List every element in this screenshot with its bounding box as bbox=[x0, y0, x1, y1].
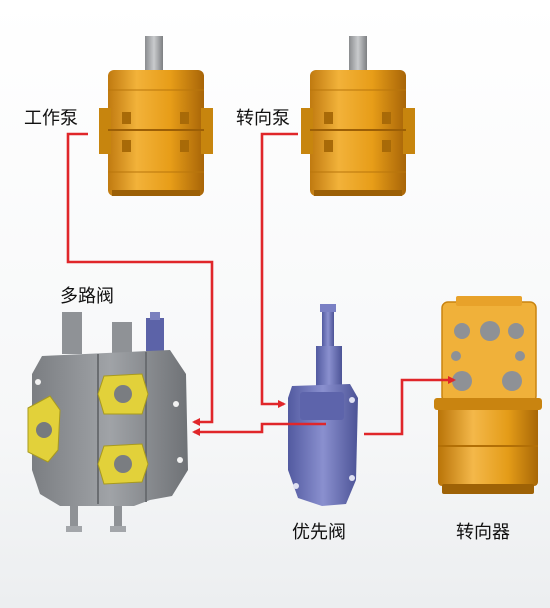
steering-unit-label: 转向器 bbox=[456, 522, 510, 543]
steering-pump-flange-right bbox=[403, 108, 415, 154]
work-pump-bolt bbox=[180, 112, 189, 124]
steering-pump-bolt bbox=[382, 140, 391, 152]
multi-valve-spool bbox=[114, 506, 122, 530]
multi-valve-relief-cap-top bbox=[150, 312, 160, 320]
steering-unit-port bbox=[452, 371, 472, 391]
priority-valve-label: 优先阀 bbox=[292, 522, 346, 543]
work-pump-base bbox=[112, 190, 200, 196]
steering-pump-bolt bbox=[324, 112, 333, 124]
steering-unit-body bbox=[438, 402, 538, 486]
multi-valve-body bbox=[32, 350, 188, 506]
work-pump-bolt bbox=[122, 140, 131, 152]
priority-valve-bolt bbox=[349, 475, 355, 481]
flow-line-work-pump-to-multi-valve bbox=[66, 132, 214, 426]
flow-line-priority-valve-to-steering-unit bbox=[364, 376, 456, 436]
steering-pump bbox=[301, 36, 415, 196]
multi-valve-port bbox=[62, 312, 82, 354]
priority-valve-stem bbox=[322, 308, 334, 348]
multi-valve-spool bbox=[70, 506, 78, 530]
steering-unit-port bbox=[454, 323, 470, 339]
multi-valve-port-hole bbox=[114, 455, 132, 473]
steering-unit-port bbox=[515, 351, 525, 361]
steering-pump-flange-left bbox=[301, 108, 313, 154]
multi-valve-port-hole bbox=[114, 385, 132, 403]
multi-valve-port bbox=[112, 322, 132, 358]
steering-unit-top bbox=[456, 296, 522, 306]
flow-lines bbox=[66, 132, 456, 436]
priority-valve-bolt bbox=[349, 397, 355, 403]
multi-valve-relief-cap bbox=[146, 318, 164, 358]
flow-line-priority-valve-to-multi-valve bbox=[192, 422, 326, 436]
flow-line-steering-pump-to-priority-valve bbox=[260, 132, 298, 408]
steering-pump-bolt bbox=[382, 112, 391, 124]
multi-valve-port-hole bbox=[36, 422, 52, 438]
multi-valve-label: 多路阀 bbox=[60, 286, 114, 307]
steering-unit-port bbox=[502, 371, 522, 391]
priority-valve-stem-top bbox=[320, 304, 336, 312]
work-pump-flange-right bbox=[201, 108, 213, 154]
priority-valve-neck bbox=[316, 346, 342, 386]
priority-valve-bolt bbox=[293, 483, 299, 489]
steering-pump-bolt bbox=[324, 140, 333, 152]
multi-valve bbox=[27, 312, 188, 532]
work-pump-bolt bbox=[122, 112, 131, 124]
multi-valve-spool-tip bbox=[110, 526, 126, 532]
multi-valve-bolt bbox=[177, 457, 183, 463]
steering-unit-port bbox=[451, 351, 461, 361]
steering-pump-label: 转向泵 bbox=[236, 108, 290, 129]
steering-pump-shaft bbox=[349, 36, 367, 76]
work-pump-bolt bbox=[180, 140, 189, 152]
multi-valve-bolt bbox=[173, 401, 179, 407]
multi-valve-bolt bbox=[35, 379, 41, 385]
work-pump-shaft bbox=[145, 36, 163, 76]
priority-valve bbox=[288, 304, 358, 506]
work-pump-label: 工作泵 bbox=[24, 108, 78, 129]
work-pump-body bbox=[108, 70, 204, 196]
priority-valve-flange bbox=[300, 392, 344, 420]
steering-pump-body bbox=[310, 70, 406, 196]
steering-unit-flange bbox=[434, 398, 542, 410]
steering-pump-base bbox=[314, 190, 402, 196]
work-pump bbox=[99, 36, 213, 196]
work-pump-flange-left bbox=[99, 108, 111, 154]
steering-unit-base bbox=[442, 484, 534, 494]
steering-unit-port bbox=[508, 323, 524, 339]
steering-unit-port bbox=[480, 321, 500, 341]
multi-valve-spool-tip bbox=[66, 526, 82, 532]
steering-unit bbox=[434, 296, 542, 494]
